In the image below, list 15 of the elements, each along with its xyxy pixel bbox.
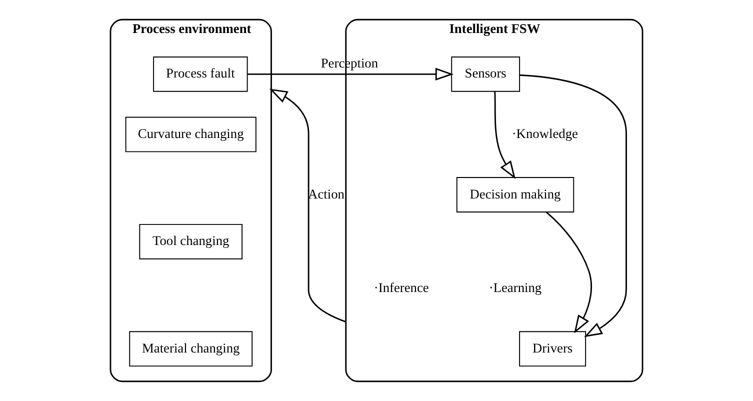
- node-box: Process fault: [153, 56, 248, 92]
- node-box: Material changing: [129, 331, 253, 367]
- arrow: [546, 212, 592, 334]
- arrow: [494, 91, 516, 180]
- label: ·Learning: [488, 280, 542, 296]
- arrow: [520, 74, 627, 338]
- node-box: Curvature changing: [125, 116, 256, 152]
- node-box: Decision making: [456, 177, 574, 212]
- node-box: Tool changing: [139, 224, 243, 260]
- node-box: Drivers: [519, 331, 586, 367]
- arrow: [248, 68, 454, 81]
- node-box: Sensors: [451, 56, 520, 92]
- label: ·Knowledge: [512, 126, 578, 142]
- label: ·Inference: [374, 280, 429, 296]
- arrow: [269, 88, 346, 323]
